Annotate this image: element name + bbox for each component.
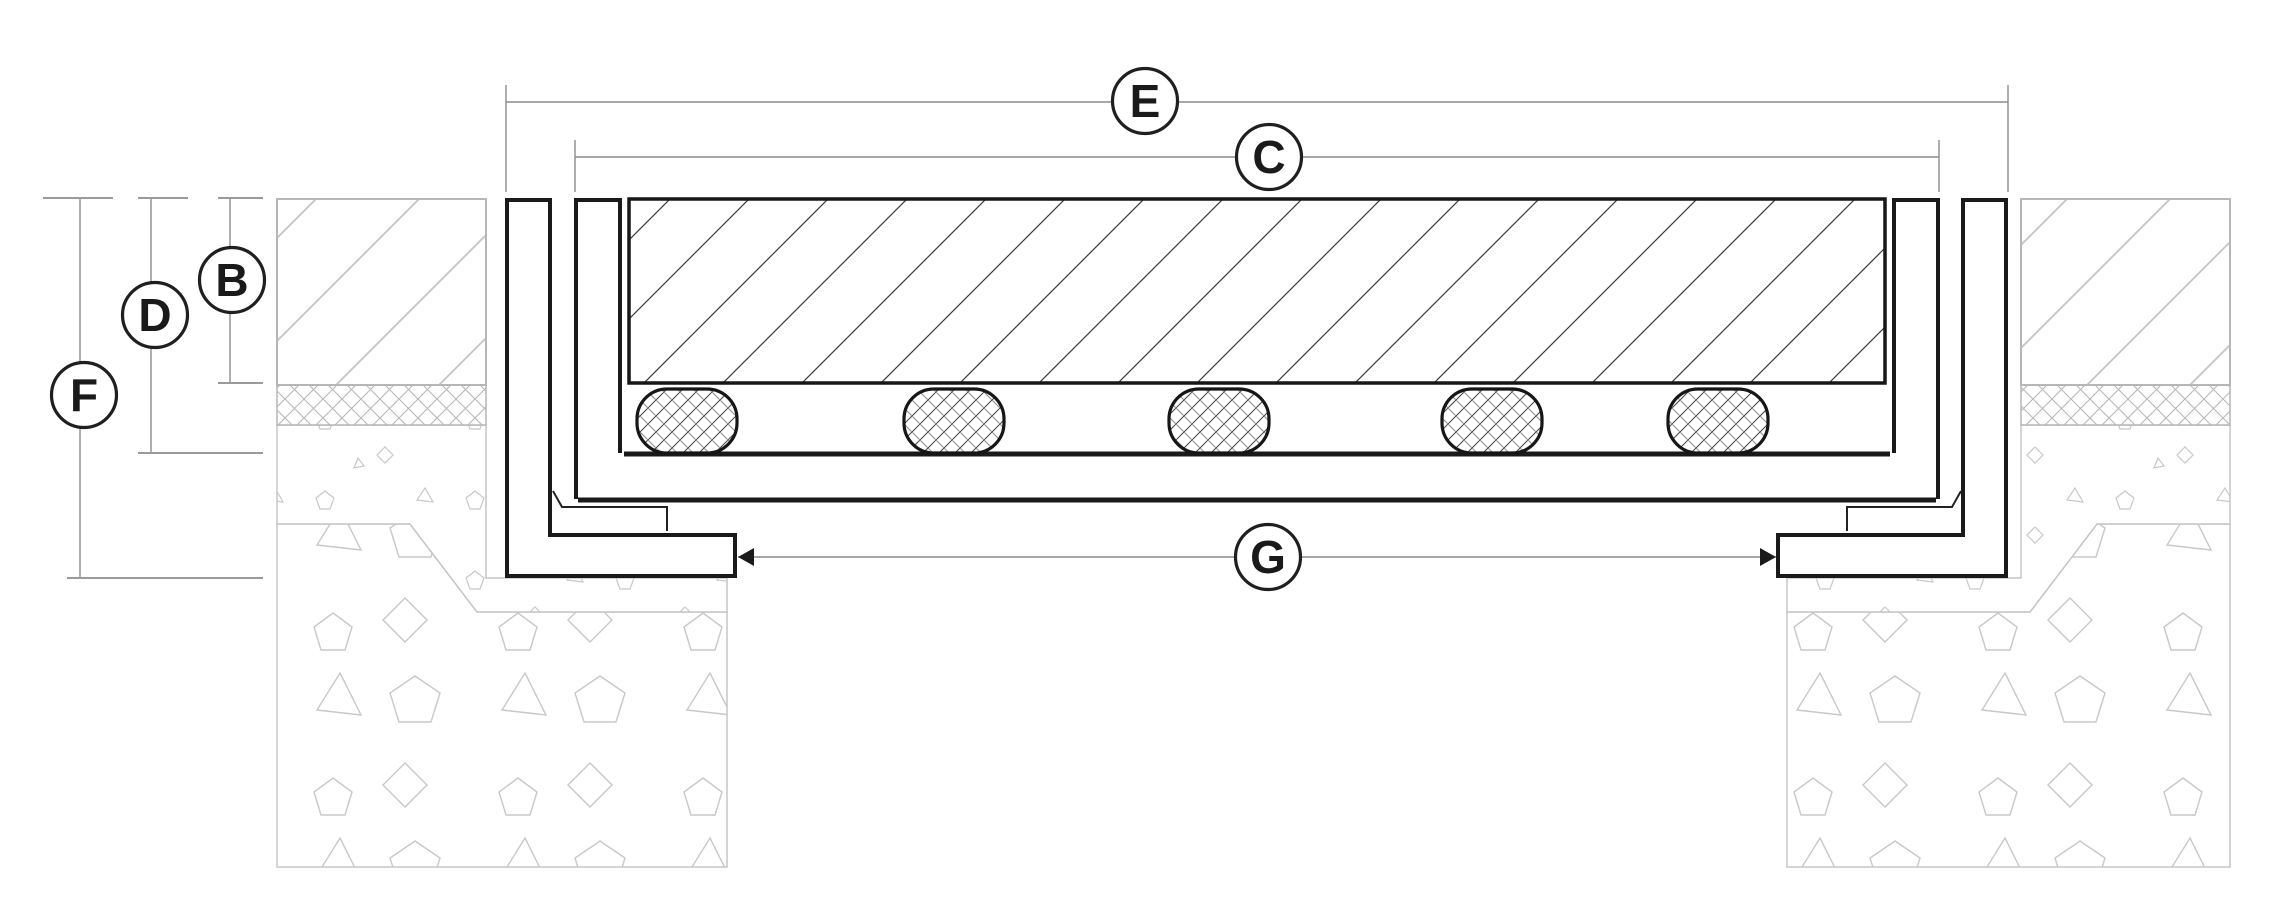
callout-C-letter: C [1252,131,1285,183]
callout-B: B [197,245,267,315]
g-arrow-right [1760,548,1776,566]
cushion-5 [1666,387,1770,455]
cushion-4 [1440,387,1544,455]
callout-E-letter: E [1130,75,1161,127]
callout-F-letter: F [70,369,98,421]
frame-assembly [505,198,2008,578]
callout-F: F [49,360,119,430]
left-setting-bed-strip [276,384,487,426]
callout-C: C [1234,122,1304,192]
callout-D-letter: D [138,289,171,341]
dimension-E [505,85,2009,192]
cushion-3 [1167,387,1271,455]
callout-E: E [1110,66,1180,136]
cushion-1 [635,387,739,455]
right-floor-section [1786,198,2231,868]
mat-cushions [635,387,1770,455]
callout-D: D [120,280,190,350]
right-inner-frame [1892,198,1940,499]
right-outer-angle-frame [1776,198,2008,578]
cushion-2 [902,387,1006,455]
right-finish-floor [2020,198,2231,386]
left-concrete-small-aggregate [276,424,728,613]
g-arrow-left [738,548,754,566]
callout-B-letter: B [215,254,248,306]
right-concrete-small-aggregate [1786,424,2231,613]
left-floor-section [276,198,728,868]
mat-tread-surface [627,197,1887,385]
mat-assembly [627,197,1887,455]
left-shim-angle [552,490,668,531]
left-finish-floor [276,198,487,386]
left-outer-angle-frame [505,198,737,578]
callout-bubbles: E C B D F G [49,66,1304,592]
left-inner-frame [574,198,622,499]
right-shim-angle [1846,490,1962,531]
callout-G: G [1233,522,1303,592]
right-setting-bed-strip [2020,384,2231,426]
callout-G-letter: G [1250,531,1286,583]
